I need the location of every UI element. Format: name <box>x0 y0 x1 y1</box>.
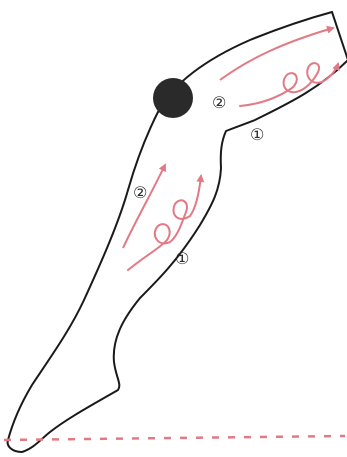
thigh-circular-step-label: ② <box>212 93 226 112</box>
ground-dashed-line <box>4 436 345 440</box>
thigh-stroke-step-label: ① <box>250 125 264 144</box>
calf-stroke-arrow <box>123 165 165 248</box>
knee-marker <box>153 78 193 118</box>
calf-stroke-step-label: ① <box>175 249 189 268</box>
thigh-spiral-arrow <box>240 63 338 106</box>
thigh-stroke-arrow <box>220 28 333 80</box>
calf-circular-step-label: ② <box>133 183 147 202</box>
